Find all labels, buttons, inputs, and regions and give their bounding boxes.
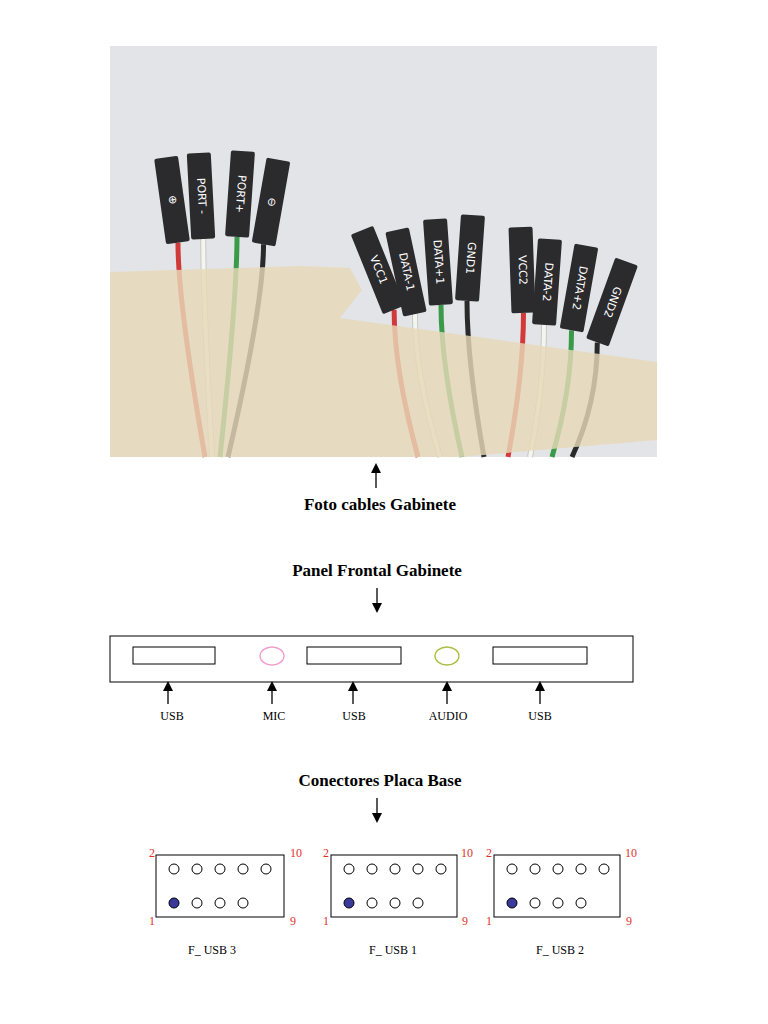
connector-cap	[586, 257, 638, 346]
header-pin	[530, 864, 540, 874]
pin-number: 2	[149, 847, 155, 860]
header-pin	[413, 864, 423, 874]
usb-port	[133, 647, 215, 664]
wire-label: GND1	[463, 242, 477, 275]
wire-label: VCC2	[515, 255, 528, 285]
arrow	[271, 686, 272, 704]
connector-cap	[154, 156, 190, 245]
header-name: F_ USB 1	[369, 944, 417, 957]
wire-label: VCC1	[367, 254, 389, 286]
audio-jack	[435, 647, 459, 665]
wire-label: PORT+	[233, 175, 248, 214]
header-pin	[553, 898, 563, 908]
header-name: F_ USB 3	[188, 944, 236, 957]
connector-caps	[154, 150, 638, 346]
arrow	[376, 798, 377, 818]
header-pin	[169, 898, 179, 908]
wire-label: GND2	[601, 285, 623, 319]
header-pin	[530, 898, 540, 908]
pin-number: 9	[290, 915, 296, 928]
usb-port	[493, 647, 587, 664]
header-pins	[169, 864, 609, 908]
caption: Panel Frontal Gabinete	[292, 562, 462, 581]
header-pin	[390, 898, 400, 908]
pin-number: 2	[323, 847, 329, 860]
header-pin	[390, 864, 400, 874]
header-pin	[169, 864, 179, 874]
header-pin	[261, 864, 271, 874]
header-pin	[576, 864, 586, 874]
connector-cap	[187, 152, 215, 239]
wire-label: DATA+2	[569, 265, 589, 311]
arrow	[446, 686, 447, 704]
header-pin	[192, 864, 202, 874]
wire-label: DATA-2	[540, 262, 555, 302]
pin-number: 9	[626, 915, 632, 928]
pin-number: 9	[462, 915, 468, 928]
connector-cap	[560, 244, 599, 333]
header-pin	[507, 864, 517, 874]
wire-label: ⊖	[264, 196, 278, 207]
usb-header	[494, 855, 620, 917]
wire-label: PORT -	[194, 178, 208, 215]
wire-label: DATA+1	[430, 239, 445, 284]
arrow	[376, 588, 377, 608]
arrow	[167, 686, 168, 704]
header-pin	[344, 898, 354, 908]
connector-cap	[532, 238, 562, 325]
header-pin	[215, 898, 225, 908]
header-pin	[553, 864, 563, 874]
header-pin	[599, 864, 609, 874]
header-name: F_ USB 2	[536, 944, 584, 957]
pin-number: 10	[461, 847, 473, 860]
arrow	[375, 468, 376, 488]
caption: Conectores Placa Base	[298, 772, 461, 791]
connector-cap	[423, 218, 453, 305]
usb-header	[331, 855, 457, 917]
port-label: USB	[160, 710, 183, 723]
pin-number: 1	[486, 915, 492, 928]
pin-number: 1	[149, 915, 155, 928]
caption: Foto cables Gabinete	[304, 496, 456, 515]
pin-number: 1	[323, 915, 329, 928]
header-pin	[436, 864, 446, 874]
usb-port	[307, 647, 401, 664]
port-label: USB	[528, 710, 551, 723]
arrow	[539, 686, 540, 704]
pin-number: 2	[486, 847, 492, 860]
connector-cap	[509, 227, 536, 314]
header-pin	[192, 898, 202, 908]
front-panel	[110, 636, 633, 682]
port-label: AUDIO	[429, 710, 468, 723]
connector-cap	[455, 214, 485, 301]
header-pin	[238, 898, 248, 908]
arrow	[352, 686, 353, 704]
header-pin	[413, 898, 423, 908]
port-label: MIC	[263, 710, 286, 723]
pin-number: 10	[290, 847, 302, 860]
port-label: USB	[342, 710, 365, 723]
header-pin	[576, 898, 586, 908]
header-pin	[215, 864, 225, 874]
connector-cap	[385, 227, 426, 316]
photo-ground	[110, 46, 657, 457]
header-pin	[367, 898, 377, 908]
wire-label: ⊕	[165, 195, 178, 206]
header-pin	[344, 864, 354, 874]
pin-number: 10	[625, 847, 637, 860]
connector-cap	[225, 150, 255, 237]
header-pin	[507, 898, 517, 908]
header-pin	[367, 864, 377, 874]
mic-jack	[260, 647, 284, 665]
header-pin	[238, 864, 248, 874]
connector-cap	[252, 158, 291, 247]
wire-label: DATA-1	[396, 252, 416, 293]
usb-header	[156, 855, 284, 917]
